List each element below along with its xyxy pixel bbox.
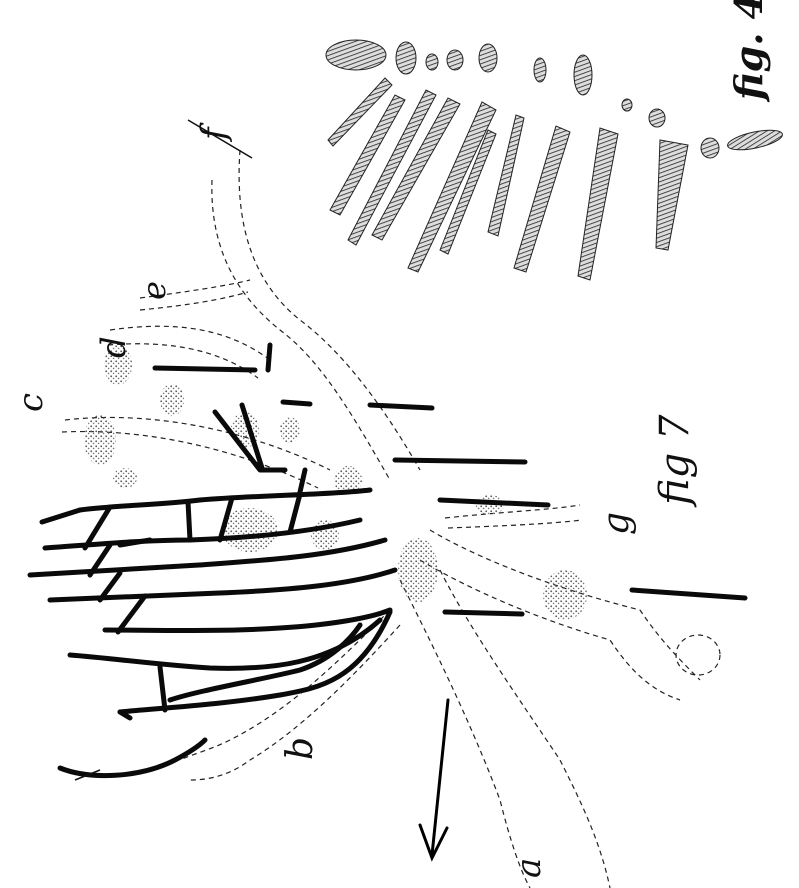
label-c: c [11,393,51,412]
label-g: g [596,512,637,535]
fig7-label: fig 7 [652,414,698,508]
label-b: b [280,737,321,760]
label-e: e [135,281,173,300]
fig7-bold-fibres [30,345,745,776]
label-a: a [509,858,549,878]
fig7-stippled-nuclei [84,345,587,620]
label-f: f [194,122,234,143]
arrow-icon [420,700,448,858]
fig4-cells [326,40,784,280]
label-d: d [94,336,134,358]
fig4-label: fig. 4 [726,0,771,103]
